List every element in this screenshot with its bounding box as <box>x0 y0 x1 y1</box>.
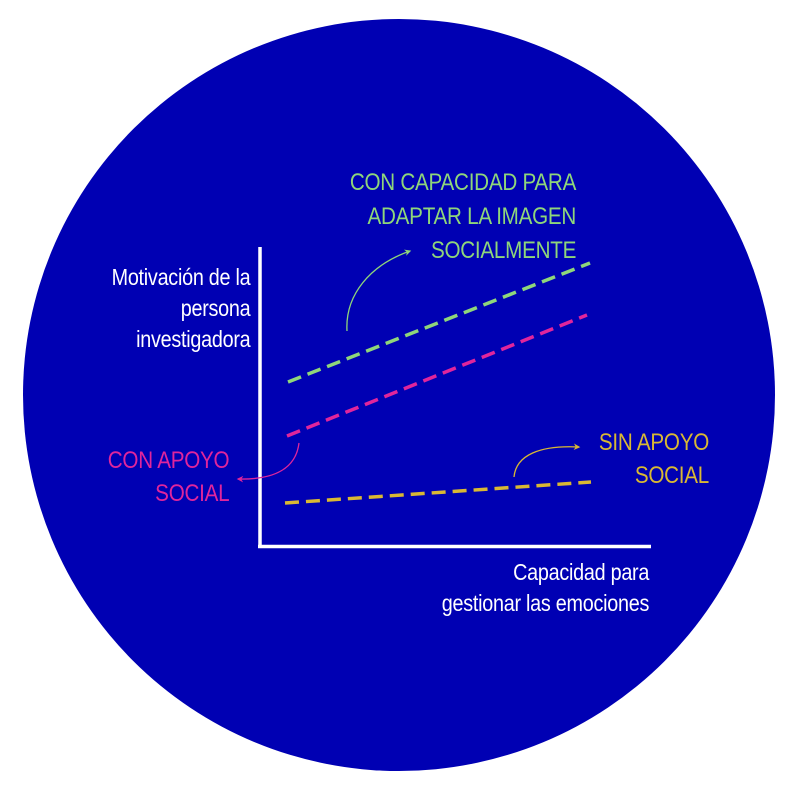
annotation-line: CON CAPACIDAD PARA <box>349 169 577 196</box>
annotation-without-support: SIN APOYO SOCIAL <box>599 426 709 492</box>
arrow-green-icon <box>346 249 412 332</box>
annotation-with-support: CON APOYO SOCIAL <box>107 444 229 510</box>
annotation-line: ADAPTAR LA IMAGEN <box>367 203 576 230</box>
annotation-line: CON APOYO <box>107 447 229 474</box>
annotation-line: SOCIAL <box>634 462 709 489</box>
line-yellow-without-support <box>284 480 592 505</box>
annotation-line: SOCIALMENTE <box>430 237 576 264</box>
y-axis-label-line: persona <box>180 295 250 321</box>
line-magenta-with-support <box>286 313 588 438</box>
background-circle <box>23 19 775 771</box>
x-axis-label-line: Capacidad para <box>512 559 649 585</box>
arrow-yellow-icon <box>513 443 581 478</box>
x-axis-label-line: gestionar las emociones <box>441 590 650 616</box>
y-axis-label-line: Motivación de la <box>111 264 250 290</box>
y-axis-label: Motivación de la persona investigadora <box>111 262 250 355</box>
y-axis-label-line: investigadora <box>135 326 251 352</box>
annotation-line: SOCIAL <box>154 480 229 507</box>
annotation-adapt-image: CON CAPACIDAD PARA ADAPTAR LA IMAGEN SOC… <box>349 166 577 268</box>
arrow-magenta-icon <box>236 442 300 483</box>
annotation-line: SIN APOYO <box>598 429 709 456</box>
line-green-adapt-image <box>287 261 591 384</box>
x-axis-label: Capacidad para gestionar las emociones <box>441 557 650 619</box>
